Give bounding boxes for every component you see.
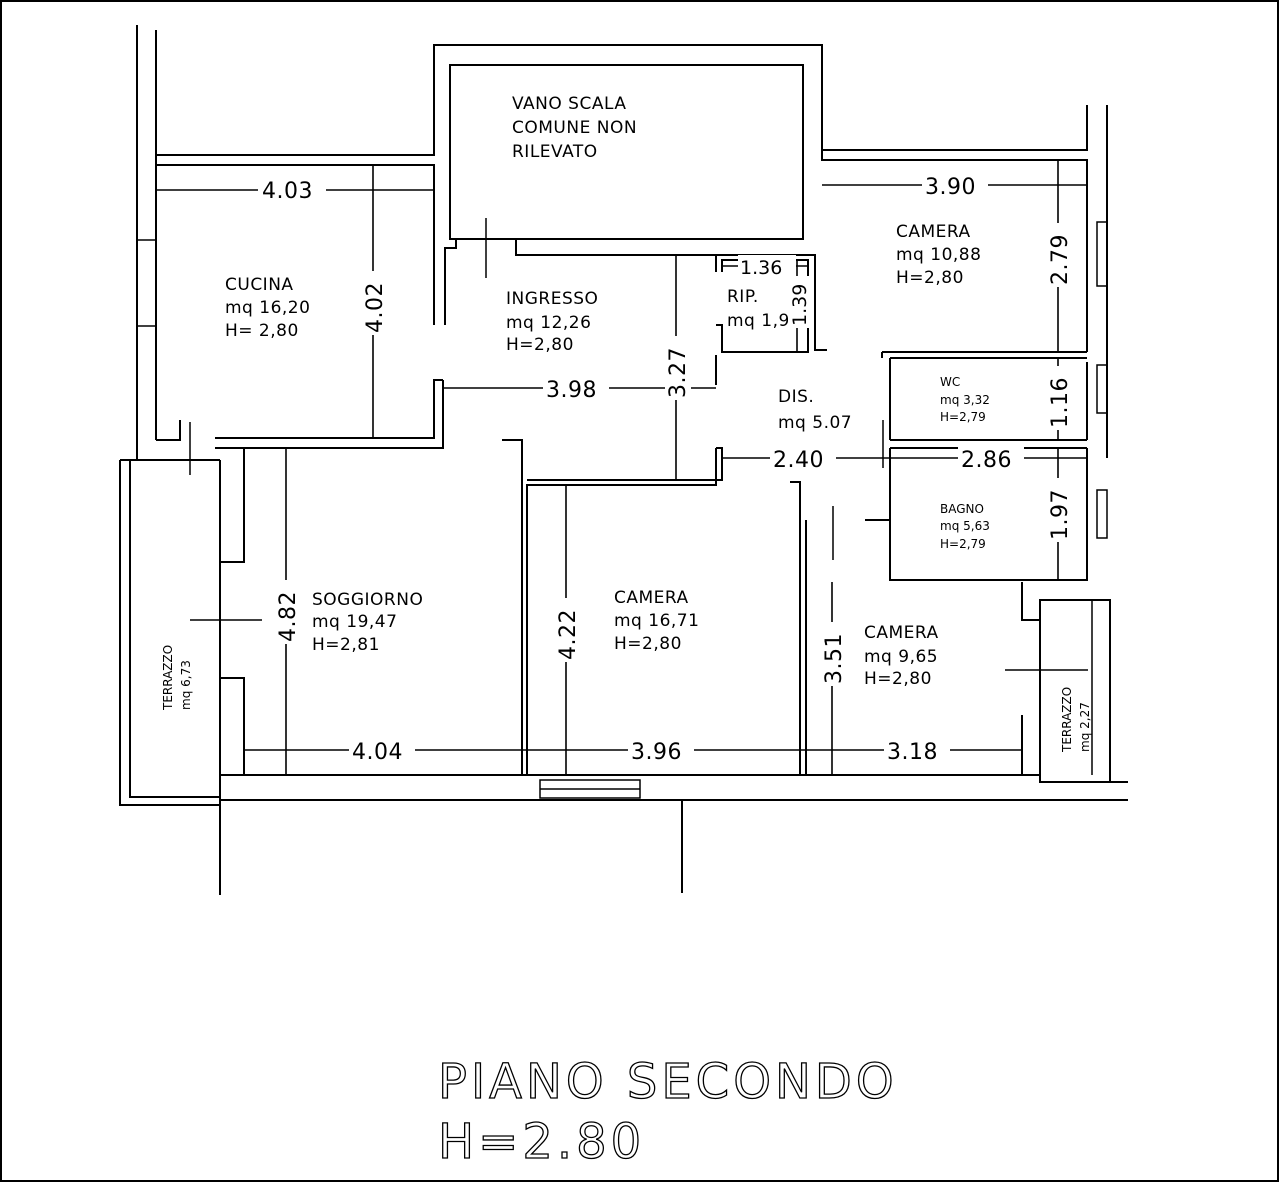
plan-title: PIANO SECONDO	[438, 1054, 898, 1110]
camera-ne-name: CAMERA	[896, 222, 971, 242]
cucina-name: CUCINA	[225, 275, 294, 295]
camera-ne-height: H=2,80	[896, 268, 964, 288]
dim-camera-ne-w: 3.90	[925, 175, 976, 200]
camera-center-name: CAMERA	[614, 588, 689, 608]
walls	[119, 25, 1128, 895]
bagno-height: H=2,79	[940, 537, 986, 551]
dim-cucina-h: 4.02	[363, 282, 388, 333]
wc-name: WC	[940, 375, 960, 389]
camera-se-height: H=2,80	[864, 669, 932, 689]
dim-rip-h: 1.39	[789, 284, 811, 326]
terrazzo-e-area: mq 2,27	[1078, 702, 1092, 752]
dim-soggiorno-w: 4.04	[352, 740, 403, 765]
dim-camera-center-w: 3.96	[631, 740, 682, 765]
bagno-area: mq 5,63	[940, 519, 990, 533]
terrazzo-w-name: TERRAZZO	[161, 645, 175, 711]
cucina-height: H= 2,80	[225, 321, 299, 341]
vano-scala-label-2: COMUNE NON	[512, 118, 637, 138]
ingresso-height: H=2,80	[506, 335, 574, 355]
dim-soggiorno-h: 4.82	[276, 591, 301, 642]
dim-ingresso-w: 3.98	[546, 378, 597, 403]
camera-center-area: mq 16,71	[614, 611, 699, 631]
dim-wc-h: 1.16	[1048, 377, 1073, 428]
ingresso-name: INGRESSO	[506, 289, 598, 309]
camera-se-name: CAMERA	[864, 623, 939, 643]
plan-height: H=2.80	[438, 1114, 645, 1170]
wc-height: H=2,79	[940, 410, 986, 424]
dim-ingresso-h: 3.27	[666, 347, 691, 398]
dimension-labels: 4.03 4.02 3.98 3.27 1.36 1.39 3.90 2.79 …	[258, 172, 1073, 765]
cucina-area: mq 16,20	[225, 298, 310, 318]
ingresso-area: mq 12,26	[506, 313, 591, 333]
dim-camera-se-h: 3.51	[822, 633, 847, 684]
soggiorno-area: mq 19,47	[312, 612, 397, 632]
soggiorno-height: H=2,81	[312, 635, 380, 655]
dim-camera-ne-h: 2.79	[1048, 234, 1073, 285]
camera-center-height: H=2,80	[614, 634, 682, 654]
dim-bagno-h: 1.97	[1048, 489, 1073, 540]
dis-area: mq 5.07	[778, 413, 852, 433]
dim-wc-w: 2.86	[961, 448, 1012, 473]
terrazzo-e-name: TERRAZZO	[1060, 687, 1074, 753]
soggiorno-name: SOGGIORNO	[312, 590, 423, 610]
camera-ne-area: mq 10,88	[896, 245, 981, 265]
wc-area: mq 3,32	[940, 393, 990, 407]
dis-name: DIS.	[778, 387, 814, 407]
room-labels: VANO SCALA COMUNE NON RILEVATO CUCINA mq…	[161, 94, 1092, 753]
vano-scala-label-3: RILEVATO	[512, 142, 598, 162]
dim-camera-se-w: 3.18	[887, 740, 938, 765]
rip-area: mq 1,90	[727, 311, 801, 331]
dim-cucina-w: 4.03	[262, 179, 313, 204]
rip-name: RIP.	[727, 287, 759, 307]
vano-scala-label-1: VANO SCALA	[512, 94, 626, 114]
bagno-name: BAGNO	[940, 502, 984, 516]
dim-dis-w: 2.40	[773, 448, 824, 473]
camera-se-area: mq 9,65	[864, 647, 938, 667]
dim-rip-w: 1.36	[740, 257, 782, 279]
dim-camera-center-h: 4.22	[556, 609, 581, 660]
terrazzo-w-area: mq 6,73	[179, 660, 193, 710]
